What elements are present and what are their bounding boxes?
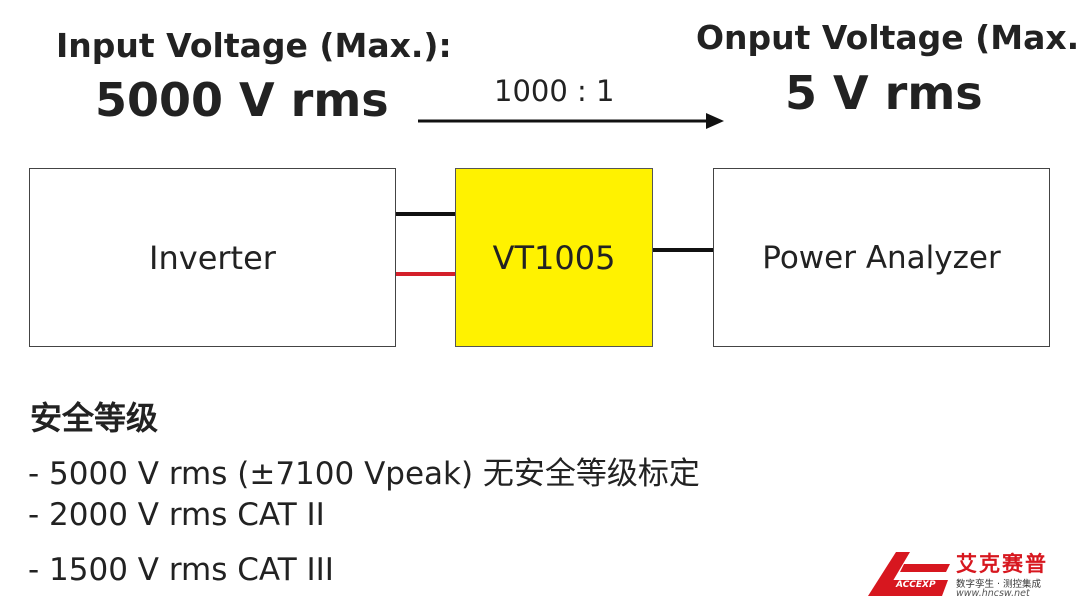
inverter-box: Inverter [29, 168, 396, 347]
logo-mark-text: ACCEXP [896, 580, 936, 590]
vt1005-box: VT1005 [455, 168, 653, 347]
black-wire-connector [396, 212, 455, 216]
safety-rating-item: - 1500 V rms CAT III [28, 552, 334, 588]
inverter-label: Inverter [149, 238, 276, 277]
logo-brand-name: 艾克赛普 [956, 552, 1048, 576]
arrow-icon [418, 113, 724, 129]
power-analyzer-label: Power Analyzer [762, 239, 1001, 276]
power-analyzer-box: Power Analyzer [713, 168, 1050, 347]
red-wire-connector [396, 272, 455, 276]
output-voltage-value: 5 V rms [785, 66, 983, 120]
logo-tagline: 数字孪生 · 测控集成 [956, 579, 1042, 590]
logo-mark-icon [868, 552, 950, 596]
vt1005-label: VT1005 [492, 238, 616, 277]
safety-rating-title: 安全等级 [30, 399, 159, 437]
input-voltage-label: Input Voltage (Max.): [56, 26, 452, 65]
input-voltage-value: 5000 V rms [95, 73, 389, 127]
ratio-label: 1000 : 1 [494, 74, 615, 108]
logo-url: www.hncsw.net [956, 588, 1030, 599]
safety-rating-item: - 5000 V rms (±7100 Vpeak) 无安全等级标定 [28, 456, 700, 492]
output-wire-connector [653, 248, 713, 252]
output-voltage-label: Onput Voltage (Max.): [696, 18, 1080, 57]
safety-rating-item: - 2000 V rms CAT II [28, 497, 325, 533]
company-logo: ACCEXP 艾克赛普 数字孪生 · 测控集成 www.hncsw.net [866, 548, 1072, 600]
